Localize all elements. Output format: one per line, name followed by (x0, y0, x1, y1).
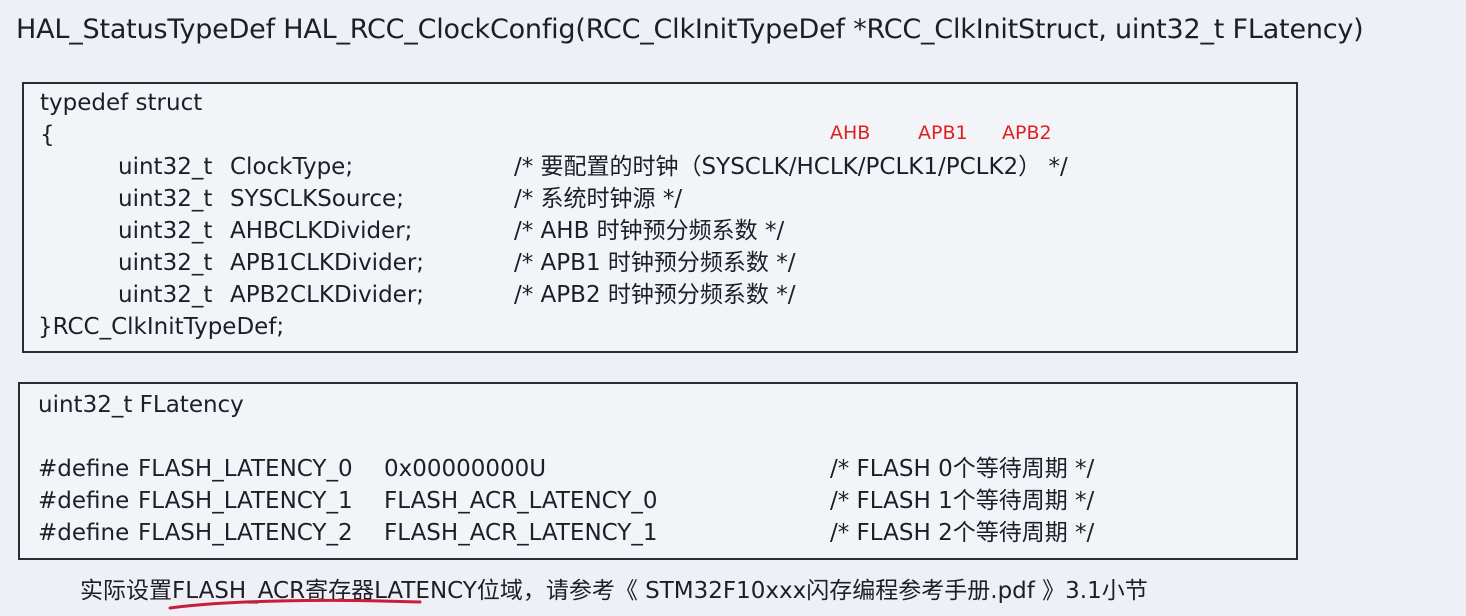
flatency-header: uint32_t FLatency (38, 392, 244, 418)
define-comment: /* FLASH 1个等待周期 */ (830, 488, 1095, 514)
define-value: 0x00000000U (384, 456, 547, 482)
page-title: HAL_StatusTypeDef HAL_RCC_ClockConfig(RC… (16, 14, 1364, 45)
struct-open-brace: { (40, 122, 55, 148)
flatency-box (18, 382, 1298, 560)
define-value: FLASH_ACR_LATENCY_1 (384, 520, 658, 546)
define-name: FLASH_LATENCY_0 (138, 456, 353, 482)
field-name: APB1CLKDivider; (230, 250, 425, 276)
field-name: ClockType; (230, 154, 354, 180)
field-name: APB2CLKDivider; (230, 282, 425, 308)
define-keyword: #define (38, 520, 130, 546)
annotation-ahb: AHB (830, 122, 871, 144)
footer-note: 实际设置FLASH_ACR寄存器LATENCY位域，请参考《 STM32F10x… (80, 578, 1148, 604)
field-comment: /* APB1 时钟预分频系数 */ (514, 250, 796, 276)
field-comment: /* APB2 时钟预分频系数 */ (514, 282, 796, 308)
struct-definition-box (22, 82, 1298, 353)
struct-open: typedef struct (40, 90, 203, 116)
define-name: FLASH_LATENCY_2 (138, 520, 353, 546)
define-comment: /* FLASH 2个等待周期 */ (830, 520, 1095, 546)
define-name: FLASH_LATENCY_1 (138, 488, 353, 514)
field-name: SYSCLKSource; (230, 186, 404, 212)
field-comment: /* 要配置的时钟（SYSCLK/HCLK/PCLK1/PCLK2） */ (514, 154, 1068, 180)
define-keyword: #define (38, 456, 130, 482)
field-type: uint32_t (118, 282, 213, 308)
field-type: uint32_t (118, 186, 213, 212)
define-keyword: #define (38, 488, 130, 514)
struct-close: }RCC_ClkInitTypeDef; (38, 314, 285, 340)
field-type: uint32_t (118, 250, 213, 276)
highlight-underline (168, 598, 422, 610)
field-type: uint32_t (118, 154, 213, 180)
annotation-apb1: APB1 (918, 122, 968, 144)
field-name: AHBCLKDivider; (230, 218, 413, 244)
define-value: FLASH_ACR_LATENCY_0 (384, 488, 658, 514)
field-type: uint32_t (118, 218, 213, 244)
field-comment: /* 系统时钟源 */ (514, 186, 683, 212)
annotation-apb2: APB2 (1002, 122, 1052, 144)
field-comment: /* AHB 时钟预分频系数 */ (514, 218, 785, 244)
define-comment: /* FLASH 0个等待周期 */ (830, 456, 1095, 482)
